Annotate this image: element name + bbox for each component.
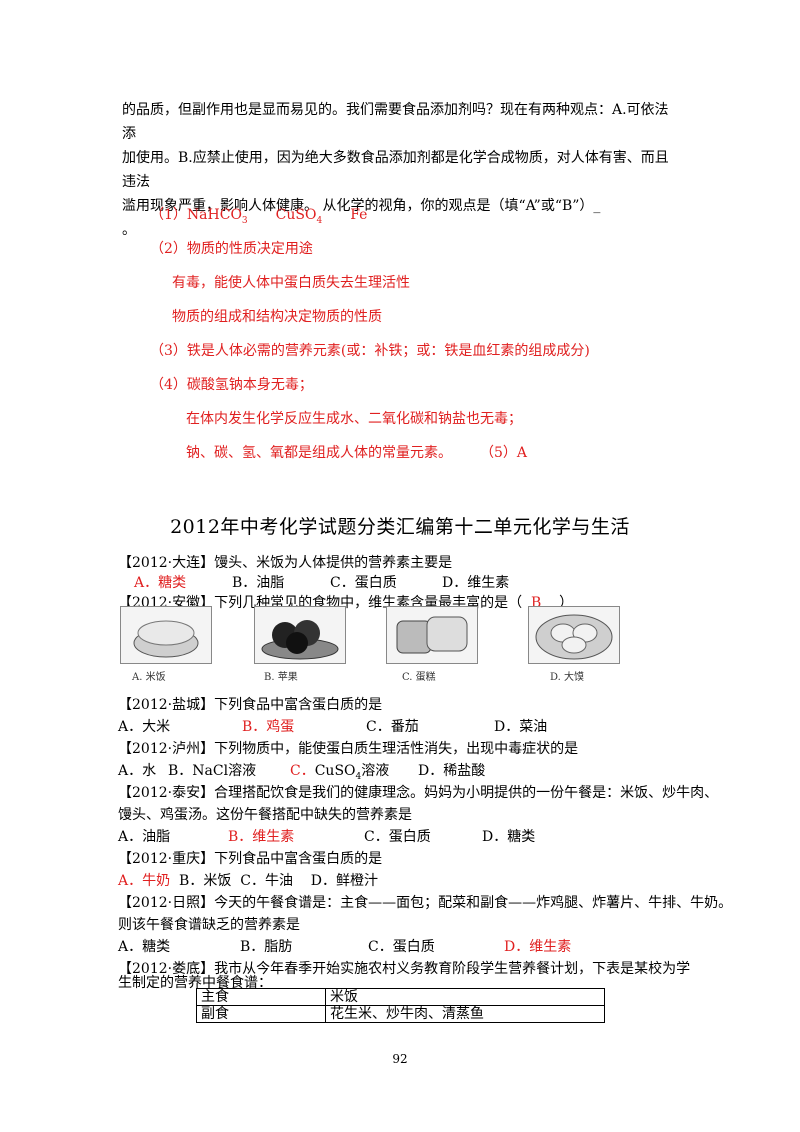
question-5-stem-2: 馒头、鸡蛋汤。这份午餐搭配中缺失的营养素是 [118,807,412,823]
question-4-stem: 【2012·泸州】下列物质中，能使蛋白质生理活性消失，出现中毒症状的是 [118,741,579,757]
answer-4c: 钠、碳、氢、氧都是组成人体的常量元素。（5）A [186,445,528,461]
table-cell: 花生米、炒牛肉、清蒸鱼 [325,1005,605,1023]
steamed-bun-caption: D. 大馍 [550,672,585,683]
cake-icon [396,616,468,654]
intro-line: 加使用。B.应禁止使用，因为绝大多数食品添加剂都是化学合成物质，对人体有害、而且… [122,150,669,190]
intro-paragraph: 的品质，但副作用也是显而易见的。我们需要食品添加剂吗？现在有两种观点：A.可依法… [122,98,682,242]
answer-2c: 物质的组成和结构决定物质的性质 [172,309,382,325]
question-7-stem: 【2012·日照】今天的午餐食谱是：主食——面包；配菜和副食——炸鸡腿、炸薯片、… [118,895,733,911]
cake-image [386,606,478,664]
apple-caption: B. 苹果 [264,672,298,683]
answer-3: （3）铁是人体必需的营养元素(或：补铁；或：铁是血红素的组成成分) [150,343,590,359]
question-7-stem-2: 则该午餐食谱缺乏的营养素是 [118,917,300,933]
question-1-stem: 【2012·大连】馒头、米饭为人体提供的营养素主要是 [118,555,453,571]
intro-line: 滥用现象严重，影响人体健康。 从化学的视角，你的观点是（填“A”或“B”）_ [122,198,601,214]
table-row: 主食 米饭 [196,988,605,1006]
answer-4: （4）碳酸氢钠本身无毒； [150,377,313,393]
question-5-stem: 【2012·泰安】合理搭配饮食是我们的健康理念。妈妈为小明提供的一份午餐是：米饭… [118,785,719,801]
apple-image [254,606,346,664]
page-number: 92 [392,1052,408,1066]
page-title: 2012年中考化学试题分类汇编第十二单元化学与生活 [170,516,630,538]
table-cell: 主食 [196,988,326,1006]
answer-2b: 有毒，能使人体中蛋白质失去生理活性 [172,275,410,291]
table-cell: 米饭 [325,988,605,1006]
intro-line: 的品质，但副作用也是显而易见的。我们需要食品添加剂吗？现在有两种观点：A.可依法… [122,102,669,142]
cake-caption: C. 蛋糕 [402,672,436,683]
question-6-options: A．牛奶 B．米饭 C．牛油 D．鲜橙汁 [118,873,378,889]
question-3-stem: 【2012·盐城】下列食品中富含蛋白质的是 [118,697,383,713]
table-row: 副食 花生米、炒牛肉、清蒸鱼 [196,1005,605,1023]
rice-image [120,606,212,664]
rice-bowl-icon [133,620,199,658]
apples-icon [261,620,339,660]
steamed-bun-icon [535,614,613,660]
question-8-stem: 【2012·娄底】我市从今年春季开始实施农村义务教育阶段学生营养餐计划，下表是某… [118,961,691,977]
question-6-stem: 【2012·重庆】下列食品中富含蛋白质的是 [118,851,383,867]
rice-caption: A. 米饭 [132,672,166,683]
steamed-bun-image [528,606,620,664]
nutrition-menu-table: 主食 米饭 副食 花生米、炒牛肉、清蒸鱼 [196,988,605,1023]
intro-line: 。 [122,222,136,238]
table-cell: 副食 [196,1005,326,1023]
answer-4b: 在体内发生化学反应生成水、二氧化碳和钠盐也无毒； [186,411,522,427]
answer-2: （2）物质的性质决定用途 [150,241,313,257]
question-8-stem-2: 生制定的营养中餐食谱： [118,975,272,991]
